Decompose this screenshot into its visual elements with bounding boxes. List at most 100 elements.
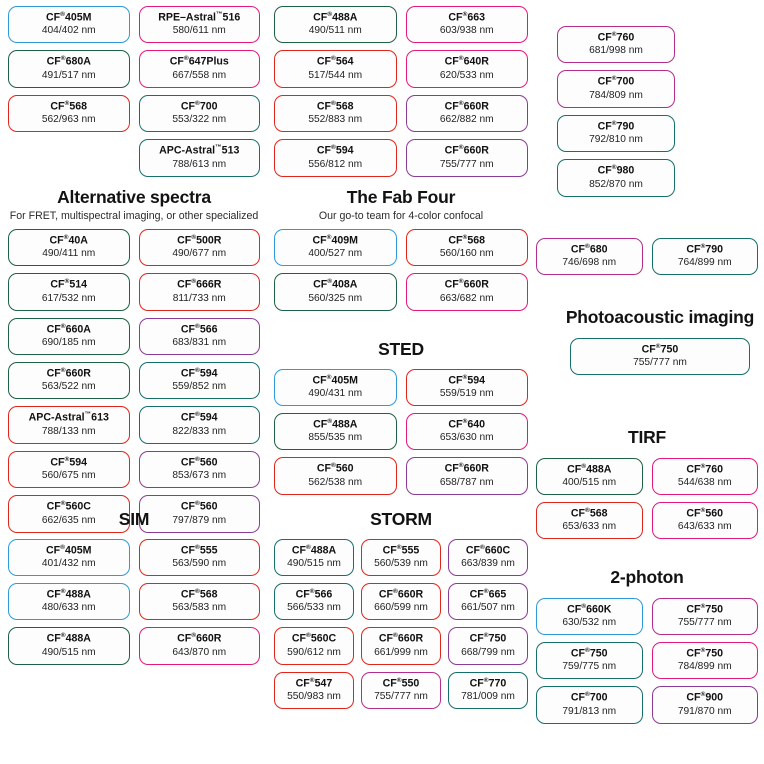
dye-spectra: 855/535 nm (308, 432, 363, 444)
dye-name: CF®560 (686, 507, 724, 520)
dye-name: CF®750 (570, 647, 608, 660)
registered-mark: ® (64, 99, 70, 107)
registered-mark: ® (195, 543, 200, 551)
section-title: STORM (370, 509, 432, 529)
dye-name: CF®594 (180, 411, 218, 424)
section-subtitle: For FRET, multispectral imaging, or othe… (9, 209, 259, 222)
dye-name: CF®560 (316, 462, 354, 475)
dye-spectra: 490/515 nm (41, 646, 96, 658)
dye-name: CF®566 (180, 322, 218, 336)
dye-spectra: 797/879 nm (172, 514, 227, 526)
dye-name: CF®568 (570, 507, 608, 520)
dye-spectra: 755/777 nm (677, 616, 732, 628)
dye-spectra: 660/599 nm (374, 602, 428, 614)
dye-name: CF®560 (180, 455, 218, 469)
registered-mark: ® (195, 411, 200, 419)
dye-spectra: 746/698 nm (562, 257, 617, 269)
registered-mark: ® (655, 342, 661, 350)
dye-name: CF®750 (641, 342, 679, 356)
registered-mark: ® (458, 462, 464, 470)
dye-spectra: 668/799 nm (461, 646, 515, 658)
registered-mark: ® (611, 75, 617, 83)
registered-mark: ® (60, 588, 66, 596)
